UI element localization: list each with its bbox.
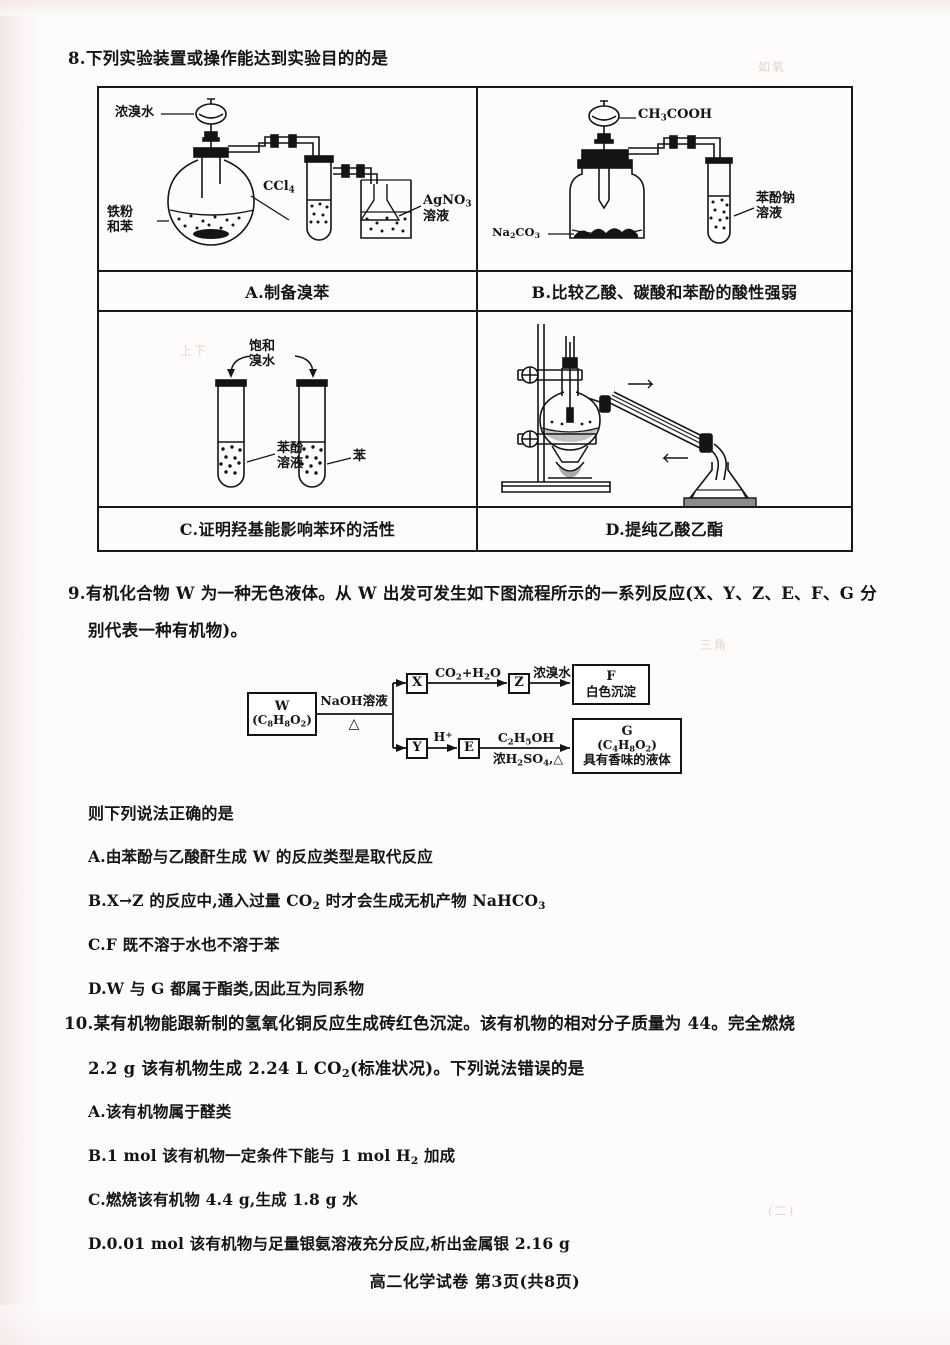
- question-9-prompt: 则下列说法正确的是: [88, 804, 234, 823]
- flow-reagent-naoh: NaOH溶液: [320, 693, 388, 708]
- phenol-vs-benzene-test-tubes: [215, 355, 352, 488]
- option-d-caption: D.提纯乙酸乙酯: [605, 520, 724, 539]
- flow-box-y: Y: [406, 738, 428, 759]
- flow-box-w-label: W: [274, 698, 290, 714]
- option-a-figure: 浓溴水 铁粉 和苯 CCl4 AgNO3 溶液: [99, 88, 476, 270]
- flow-box-g: G (C4H8O2) 具有香味的液体: [572, 718, 682, 774]
- label-line-2: 和苯: [107, 219, 134, 235]
- flow-box-g-formula: (C4H8O2): [597, 738, 657, 754]
- option-d-figure: [478, 312, 851, 506]
- option-a-caption: A.制备溴苯: [245, 283, 330, 302]
- label-line-1: 铁粉: [107, 205, 134, 220]
- flow-box-w: W (C8H8O2): [247, 692, 317, 736]
- question-10-option-a: A.该有机物属于醛类: [88, 1102, 232, 1121]
- flow-reagent-h-plus: H+: [433, 729, 453, 744]
- experiment-options-table: 浓溴水 铁粉 和苯 CCl4 AgNO3 溶液: [97, 86, 853, 552]
- label-saturated-bromine-water: 饱和 溴水: [249, 339, 276, 369]
- flow-reagent-co2-h2o: CO2+H2O: [435, 665, 501, 683]
- question-9-option-a: A.由苯酚与乙酸酐生成 W 的反应类型是取代反应: [88, 847, 433, 866]
- question-9-stem-line-1: 9.有机化合物 W 为一种无色液体。从 W 出发可发生如下图流程所示的一系列反应…: [68, 584, 878, 603]
- label-iron-powder-benzene: 铁粉 和苯: [107, 205, 134, 235]
- flow-reagent-sulfuric-acid: 浓H2SO4,△: [492, 751, 564, 769]
- label-sodium-phenoxide-solution: 苯酚钠 溶液: [756, 191, 796, 221]
- table-row-divider-1: [99, 270, 851, 272]
- question-10-stem-line-1: 10.某有机物能跟新制的氢氧化铜反应生成砖红色沉淀。该有机物的相对分子质量为 4…: [64, 1014, 796, 1033]
- flow-reagent-bromine-water: 浓溴水: [533, 665, 571, 680]
- label-ccl4: CCl4: [263, 179, 295, 196]
- question-10-option-d: D.0.01 mol 该有机物与足量银氨溶液充分反应,析出金属银 2.16 g: [88, 1234, 571, 1253]
- option-c-figure: 饱和 溴水 苯酚 溶液 苯: [99, 312, 476, 506]
- bromobenzene-preparation-apparatus: [157, 98, 422, 246]
- option-c-caption: C.证明羟基能影响苯环的活性: [179, 520, 396, 539]
- flow-box-g-desc: 具有香味的液体: [583, 752, 671, 768]
- flow-box-f-label: F: [606, 669, 616, 685]
- table-row-divider-2: [99, 310, 851, 312]
- distillation-apparatus: [501, 324, 757, 506]
- question-8-stem: 8.下列实验装置或操作能达到实验目的的是: [68, 49, 389, 68]
- acidity-comparison-apparatus: [548, 100, 755, 244]
- label-acetic-acid: CH3COOH: [638, 107, 713, 124]
- option-b-figure: CH3COOH Na2CO3 苯酚钠 溶液: [478, 88, 851, 270]
- label-phenol-solution: 苯酚 溶液: [277, 441, 304, 471]
- table-row-divider-3: [99, 506, 851, 508]
- label-na2co3: Na2CO3: [492, 225, 541, 241]
- flow-box-z: Z: [508, 673, 530, 694]
- flow-box-e: E: [458, 738, 480, 759]
- flow-box-g-label: G: [621, 723, 633, 739]
- flow-box-w-formula: (C8H8O2): [252, 713, 312, 729]
- label-benzene: 苯: [353, 449, 367, 464]
- flow-reagent-heat: △: [348, 716, 360, 732]
- question-9-option-c: C.F 既不溶于水也不溶于苯: [88, 935, 280, 954]
- option-b-caption: B.比较乙酸、碳酸和苯酚的酸性强弱: [531, 283, 798, 302]
- question-9-option-d: D.W 与 G 都属于酯类,因此互为同系物: [88, 979, 365, 998]
- question-9-option-b: B.X→Z 的反应中,通入过量 CO2 时才会生成无机产物 NaHCO3: [88, 891, 546, 912]
- flow-box-f-desc: 白色沉淀: [585, 683, 636, 699]
- flow-box-x: X: [406, 673, 428, 694]
- page-footer: 高二化学试卷 第3页(共8页): [369, 1272, 581, 1291]
- flow-box-f: F 白色沉淀: [572, 664, 650, 705]
- question-10-option-b: B.1 mol 该有机物一定条件下能与 1 mol H2 加成: [88, 1146, 456, 1167]
- flow-reagent-ethanol: C2H5OH: [497, 730, 555, 748]
- label-agno3-solution: AgNO3 溶液: [423, 193, 472, 225]
- question-9-stem-line-2: 别代表一种有机物)。: [88, 621, 248, 640]
- label-concentrated-bromine-water: 浓溴水: [115, 105, 155, 120]
- table-vertical-divider: [476, 88, 478, 550]
- question-10-stem-line-2: 2.2 g 该有机物生成 2.24 L CO2(标准状况)。下列说法错误的是: [88, 1059, 585, 1081]
- question-10-option-c: C.燃烧该有机物 4.4 g,生成 1.8 g 水: [88, 1190, 358, 1209]
